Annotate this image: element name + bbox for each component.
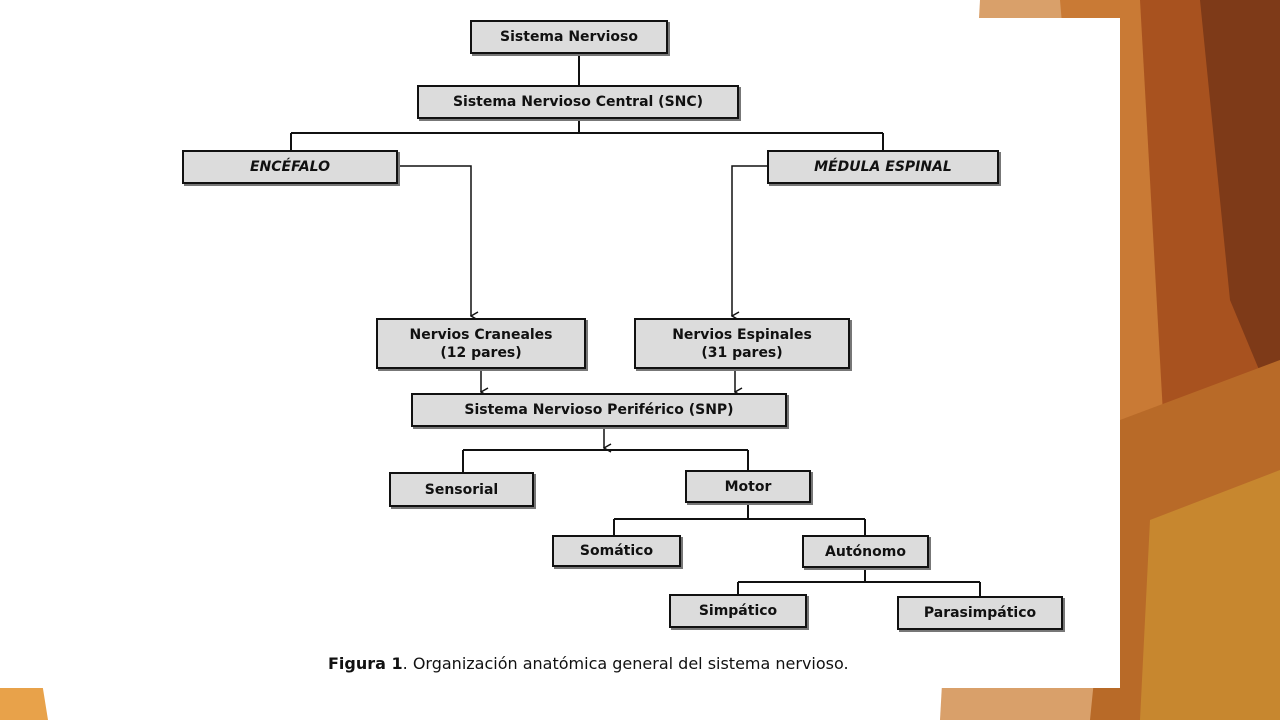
node-sublabel: (31 pares) <box>701 344 783 361</box>
node-parasimpatico: Parasimpático <box>897 596 1063 630</box>
node-snp: Sistema Nervioso Periférico (SNP) <box>411 393 787 427</box>
node-nervios-espinales: Nervios Espinales(31 pares) <box>634 318 850 369</box>
node-medula-espinal: MÉDULA ESPINAL <box>767 150 999 184</box>
node-label: ENCÉFALO <box>249 159 331 175</box>
node-encefalo: ENCÉFALO <box>182 150 398 184</box>
node-label: Sensorial <box>424 481 499 498</box>
node-label: Motor <box>724 478 772 495</box>
node-snc: Sistema Nervioso Central (SNC) <box>417 85 739 119</box>
caption-label: Figura 1 <box>328 654 403 673</box>
figure-caption: Figura 1. Organización anatómica general… <box>328 654 849 673</box>
node-sensorial: Sensorial <box>389 472 534 507</box>
node-label: MÉDULA ESPINAL <box>814 159 952 175</box>
node-autonomo: Autónomo <box>802 535 929 568</box>
node-label: Sistema Nervioso Central (SNC) <box>452 94 704 110</box>
node-label: Somático <box>579 543 654 559</box>
node-label: Parasimpático <box>923 605 1037 621</box>
node-label: Simpático <box>698 603 778 619</box>
node-label: Nervios Craneales <box>409 326 553 343</box>
node-motor: Motor <box>685 470 811 503</box>
node-label: Nervios Espinales <box>672 326 812 343</box>
node-simpatico: Simpático <box>669 594 807 628</box>
node-nervios-craneales: Nervios Craneales(12 pares) <box>376 318 586 369</box>
node-sistema-nervioso: Sistema Nervioso <box>470 20 668 54</box>
node-label: Sistema Nervioso Periférico (SNP) <box>464 402 734 418</box>
node-somatico: Somático <box>552 535 681 567</box>
node-sublabel: (12 pares) <box>440 344 522 361</box>
node-label: Autónomo <box>825 543 906 560</box>
caption-text: . Organización anatómica general del sis… <box>402 654 849 673</box>
node-label: Sistema Nervioso <box>500 29 638 45</box>
